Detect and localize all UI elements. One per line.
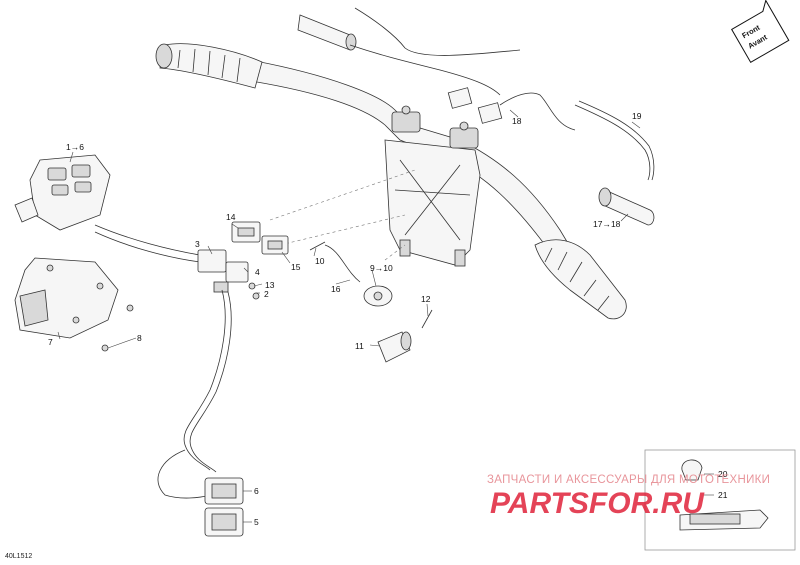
wire-16 (324, 244, 361, 283)
cap-11 (377, 331, 412, 363)
connector-5 (204, 507, 244, 537)
callout-3: 3 (195, 239, 200, 249)
connector-6 (204, 477, 244, 505)
callout-9-10: 9→10 (370, 263, 393, 273)
callout-1-6: 1→6 (66, 142, 84, 152)
callout-19: 19 (632, 111, 642, 121)
callout-18: 18 (512, 116, 522, 126)
clamp-20 (681, 459, 703, 481)
screw-12 (421, 309, 433, 329)
main-harness (183, 289, 226, 471)
leader-lines (57, 109, 641, 523)
wire-sleeve-17 (598, 187, 655, 226)
watermark-brand: PARTSFOR.RU (490, 487, 705, 520)
connector-18 (447, 87, 576, 131)
callout-15: 15 (291, 262, 301, 272)
connector-15 (261, 235, 289, 255)
leader-dash (279, 214, 406, 246)
callout-21: 21 (718, 490, 728, 500)
right-grip (534, 239, 627, 320)
switch-housing (14, 154, 111, 231)
harness-top (349, 44, 501, 96)
callout-5: 5 (254, 517, 259, 527)
callout-12: 12 (421, 294, 431, 304)
inset-box: 20 21 (644, 449, 796, 551)
pin-10 (309, 241, 326, 251)
watermark: ЗАПЧАСТИ И АКСЕССУАРЫ ДЛЯ МОТОТЕХНИКИ PA… (487, 474, 770, 520)
callout-7: 7 (48, 337, 53, 347)
callout-2: 2 (264, 289, 269, 299)
callout-14: 14 (226, 212, 236, 222)
harness-loop (157, 449, 211, 499)
callout-16: 16 (331, 284, 341, 294)
switch-harness (94, 231, 201, 263)
front-avant-badge: Front Avant (730, 0, 790, 64)
screw-8 (101, 344, 109, 352)
callout-20: 20 (718, 469, 728, 479)
callout-11: 11 (355, 341, 364, 351)
throttle-cable (574, 100, 655, 181)
switch-harness (94, 224, 201, 256)
watermark-tagline: ЗАПЧАСТИ И АКСЕССУАРЫ ДЛЯ МОТОТЕХНИКИ (487, 474, 770, 486)
callout-8: 8 (137, 333, 142, 343)
leader-dash (269, 169, 416, 221)
drawing-code: 40L1512 (5, 553, 32, 560)
callout-10: 10 (315, 256, 325, 266)
callout-13: 13 (265, 280, 275, 290)
connector-block-3 (197, 249, 249, 293)
left-grip (155, 43, 263, 89)
callout-4: 4 (255, 267, 260, 277)
leader-dash (384, 244, 406, 261)
handlebar-riser (384, 105, 481, 267)
housing-cover-7 (14, 257, 119, 339)
callout-6: 6 (254, 486, 259, 496)
clip-2 (252, 292, 260, 300)
switch-9 (363, 285, 393, 307)
grip-sleeve (297, 7, 521, 56)
callout-17-18: 17→18 (593, 219, 621, 229)
screw-8 (126, 304, 134, 312)
main-harness (189, 291, 232, 473)
connector-14 (231, 221, 261, 243)
